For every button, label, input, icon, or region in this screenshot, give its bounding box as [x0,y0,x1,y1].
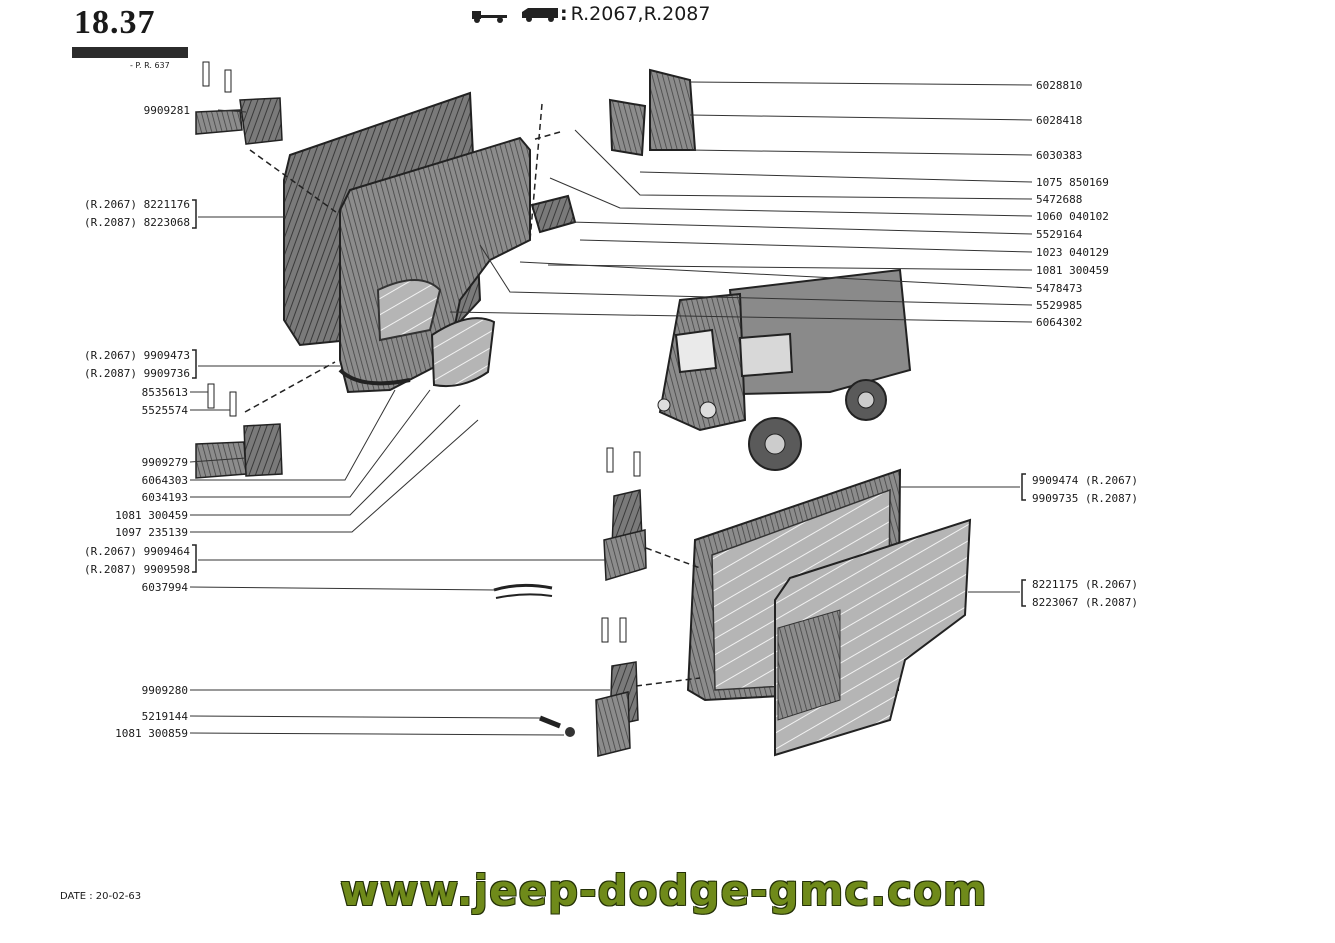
door-right-panel [774,518,972,757]
door-lock-assembly [530,68,697,234]
flatbed-truck-icon [472,11,507,23]
part-label-1060-040102: 1060 040102 [1036,210,1109,223]
door-vent-window [430,317,496,388]
label-brackets [192,199,1026,607]
model-list-text: R.2067,R.2087 [570,3,711,25]
part-label-6028810: 6028810 [1036,79,1083,92]
page-number: 18.37 [74,4,156,41]
part-label-5529164: 5529164 [1036,228,1083,241]
part-label-6028418: 6028418 [1036,114,1083,127]
part-label-9909735: 9909735 (R.2087) [1032,492,1138,505]
part-label-6064302: 6064302 [1036,316,1083,329]
door-check-strap [493,583,553,599]
part-label-9909736: (R.2087) 9909736 [84,367,190,380]
part-label-1023-040129: 1023 040129 [1036,246,1109,259]
print-date: DATE : 20-02-63 [60,891,142,902]
part-label-5219144: 5219144 [141,710,188,723]
hinge-upper-right [603,447,647,581]
hinge-lower-right [595,617,639,757]
part-label-8535613: 8535613 [141,386,188,399]
part-label-9909280: 9909280 [141,684,188,697]
model-list: :R.2067,R.2087 [560,3,711,25]
part-label-5472688: 5472688 [1036,193,1083,206]
part-label-1075-850169: 1075 850169 [1036,176,1109,189]
website-watermark[interactable]: www.jeep-dodge-gmc.com [340,866,988,915]
part-label-9909473: (R.2067) 9909473 [84,349,190,362]
part-label-6037994: 6037994 [141,581,188,594]
part-label-8221175: 8221175 (R.2067) [1032,578,1138,591]
part-label-8221176: (R.2067) 8221176 [84,198,190,211]
part-label-8223068: (R.2087) 8223068 [84,216,190,229]
page-number-underline [72,47,188,58]
part-label-8223067: 8223067 (R.2087) [1032,596,1138,609]
hinge-lower-left [195,383,283,479]
part-label-9909279: 9909279 [141,456,188,469]
leader-lines [189,81,1033,736]
part-label-1081-300859: 1081 300859 [115,727,188,740]
part-label-5478473: 5478473 [1036,282,1083,295]
part-label-1097-235139: 1097 235139 [115,526,188,539]
part-label-9909598: (R.2087) 9909598 [84,563,190,576]
part-label-6064303: 6064303 [141,474,188,487]
part-label-6034193: 6034193 [141,491,188,504]
dashed-assembly-arrows [244,103,701,687]
part-label-9909474: 9909474 (R.2067) [1032,474,1138,487]
part-label-9909464: (R.2067) 9909464 [84,545,190,558]
bolt-and-washer [539,715,575,737]
van-icon [522,8,558,22]
hinge-upper-left [195,61,283,145]
part-label-5529985: 5529985 [1036,299,1083,312]
truck-illustration [657,268,912,471]
part-label-5525574: 5525574 [141,404,188,417]
part-label-1081-300459-right: 1081 300459 [1036,264,1109,277]
door-left-frame [338,136,531,394]
part-label-9909281: 9909281 [143,104,190,117]
part-label-6030383: 6030383 [1036,149,1083,162]
part-label-1081-300459-left: 1081 300459 [115,509,188,522]
reference-code: - P. R. 637 [130,61,170,70]
